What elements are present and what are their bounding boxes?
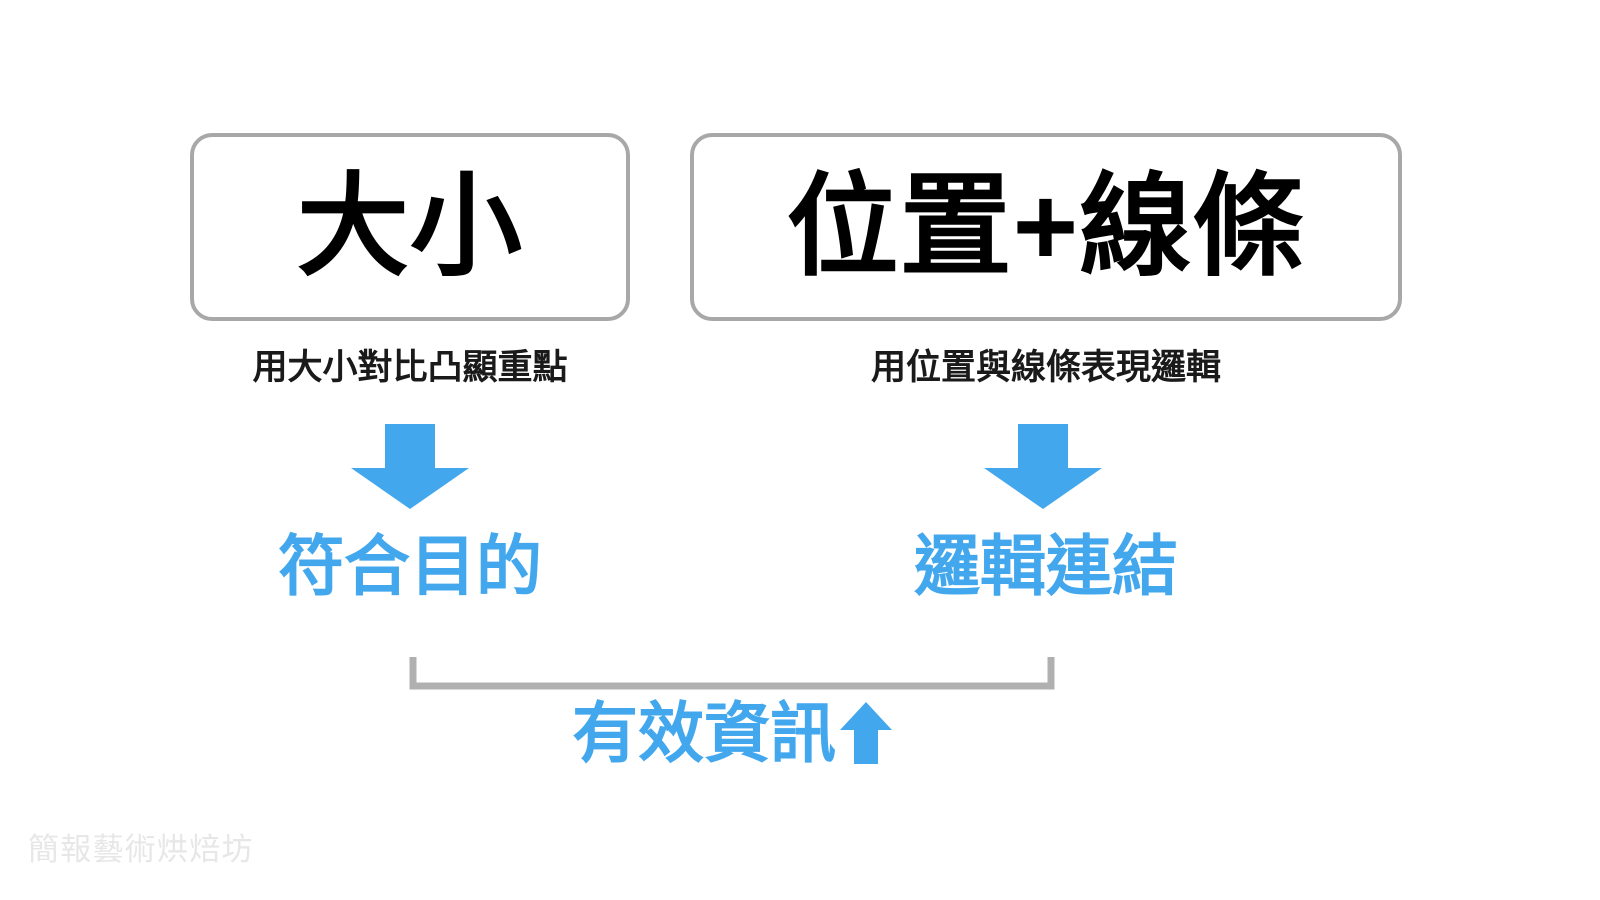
summary-label: 有效資訊 [572,696,836,770]
caption-size: 用大小對比凸顯重點 [252,348,568,387]
down-arrow-icon-left [351,424,469,509]
watermark-text: 簡報藝術烘焙坊 [28,832,254,867]
concept-box-size-label: 大小 [296,164,524,289]
down-arrow-icon-right [984,424,1102,509]
concept-box-position-line-label: 位置+線條 [786,164,1306,289]
merge-bracket-icon [408,655,1056,691]
concept-box-size[interactable]: 大小 [190,133,630,321]
summary-block: 有效資訊 [408,700,1056,766]
up-arrow-icon [840,702,892,764]
result-text-size: 符合目的 [278,529,542,603]
concept-box-position-line[interactable]: 位置+線條 [690,133,1402,321]
caption-position-line: 用位置與線條表現邏輯 [870,348,1221,387]
result-text-position-line: 邏輯連結 [914,529,1178,603]
